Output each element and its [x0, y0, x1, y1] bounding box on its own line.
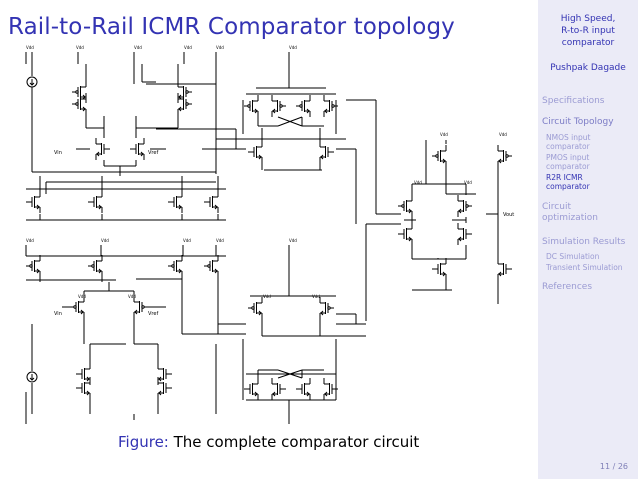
transistor	[271, 378, 286, 400]
comparator-schematic: Vin Vref Vin Vref Vout Vdd Vdd Vdd Vdd V…	[25, 45, 514, 424]
vdd-label-17: Vdd	[128, 294, 136, 299]
sidebar-subsection-r2r[interactable]: R2R ICMR comparator	[546, 173, 636, 191]
transistor	[323, 378, 338, 400]
transistor	[168, 191, 183, 213]
transistor	[398, 195, 413, 217]
transistor	[88, 191, 103, 213]
sidebar-section-references[interactable]: References	[542, 282, 593, 292]
sidebar-subsection-pmos[interactable]: PMOS input comparator	[546, 153, 636, 171]
transistor	[72, 81, 87, 103]
caption-label: Figure:	[118, 433, 169, 451]
transistor	[157, 363, 172, 385]
transistor	[457, 195, 472, 217]
transistor	[177, 81, 192, 103]
vin-bottom-label: Vin	[54, 311, 62, 317]
transistor	[296, 95, 311, 117]
transistor	[133, 296, 148, 318]
sidebar-presentation-title[interactable]: High Speed, R-to-R input comparator	[538, 13, 638, 49]
sidebar-section-simulation-results[interactable]: Simulation Results	[542, 237, 626, 247]
vdd-label-4: Vdd	[184, 45, 192, 50]
sidebar-subsection-dc-simulation[interactable]: DC Simulation	[546, 252, 636, 261]
transistor	[457, 223, 472, 245]
transistor	[323, 95, 338, 117]
sidebar-title-line: comparator	[561, 38, 615, 48]
transistor	[432, 145, 447, 167]
vdd-label-3: Vdd	[134, 45, 142, 50]
sidebar: High Speed, R-to-R input comparator Push…	[538, 0, 638, 479]
sidebar-section-circuit-topology[interactable]: Circuit Topology	[542, 117, 614, 127]
transistor	[70, 296, 85, 318]
transistor	[26, 255, 41, 277]
sidebar-subsection-transient-simulation[interactable]: Transient Simulation	[546, 263, 636, 272]
vref-top-label: Vref	[148, 150, 158, 156]
sidebar-section-line: optimization	[542, 213, 598, 223]
transistor	[244, 378, 259, 400]
sidebar-subsection-line: PMOS input	[546, 153, 590, 162]
sidebar-subsection-line: comparator	[546, 162, 590, 171]
current-source-top	[26, 76, 38, 88]
sidebar-title-line: R-to-R input	[561, 26, 615, 36]
vdd-label-13: Vdd	[183, 238, 191, 243]
transistor	[319, 297, 334, 319]
vdd-label-5: Vdd	[216, 45, 224, 50]
vdd-label-8: Vdd	[499, 132, 507, 137]
transistor	[271, 95, 286, 117]
transistor	[157, 377, 172, 399]
transistor	[497, 145, 512, 167]
transistor	[168, 255, 183, 277]
sidebar-section-line: Circuit	[542, 202, 571, 212]
page-number: 11 / 26	[599, 462, 628, 471]
transistor	[26, 191, 41, 213]
vdd-label-9: Vdd	[414, 180, 422, 185]
vdd-label-6: Vdd	[289, 45, 297, 50]
transistor	[72, 93, 87, 115]
vref-bottom-label: Vref	[148, 311, 158, 317]
sidebar-author[interactable]: Pushpak Dagade	[550, 63, 626, 73]
sidebar-section-circuit-optimization[interactable]: Circuit optimization	[542, 202, 636, 224]
transistor	[248, 297, 263, 319]
transistor	[204, 191, 219, 213]
vdd-label-15: Vdd	[289, 238, 297, 243]
vdd-label-16: Vdd	[78, 294, 86, 299]
sidebar-subsection-line: comparator	[546, 142, 590, 151]
sidebar-subsection-line: NMOS input	[546, 133, 591, 142]
transistor	[204, 255, 219, 277]
frame-title: Rail-to-Rail ICMR Comparator topology	[8, 14, 455, 40]
vdd-label-2: Vdd	[76, 45, 84, 50]
vdd-label-19: Vdd	[312, 294, 320, 299]
transistor	[76, 363, 91, 385]
transistor	[177, 93, 192, 115]
sidebar-subsection-nmos[interactable]: NMOS input comparator	[546, 133, 636, 151]
transistor	[497, 258, 512, 280]
sidebar-subsection-line: comparator	[546, 182, 590, 191]
transistor	[432, 258, 447, 280]
vdd-label-10: Vdd	[464, 180, 472, 185]
sidebar-subsection-line: R2R ICMR	[546, 173, 583, 182]
caption-text: The complete comparator circuit	[173, 433, 420, 451]
transistor	[319, 141, 334, 163]
sidebar-subsection-line: DC Simulation	[546, 252, 600, 261]
vdd-label-1: Vdd	[26, 45, 34, 50]
transistor	[88, 255, 103, 277]
sidebar-section-specifications[interactable]: Specifications	[542, 96, 605, 106]
transistor	[95, 138, 110, 160]
vin-top-label: Vin	[54, 150, 62, 156]
vdd-label-11: Vdd	[26, 238, 34, 243]
vout-label: Vout	[503, 212, 514, 218]
figure-caption: Figure: The complete comparator circuit	[118, 433, 419, 451]
transistor	[76, 377, 91, 399]
transistor	[244, 95, 259, 117]
transistor	[296, 378, 311, 400]
sidebar-subsection-line: Transient Simulation	[546, 263, 623, 272]
vdd-label-18: Vdd	[263, 294, 271, 299]
transistor	[130, 138, 145, 160]
transistor	[248, 141, 263, 163]
vdd-label-7: Vdd	[440, 132, 448, 137]
vdd-label-14: Vdd	[216, 238, 224, 243]
current-source-bottom	[26, 371, 38, 383]
vdd-label-12: Vdd	[101, 238, 109, 243]
sidebar-title-line: High Speed,	[560, 14, 616, 24]
transistor	[398, 223, 413, 245]
